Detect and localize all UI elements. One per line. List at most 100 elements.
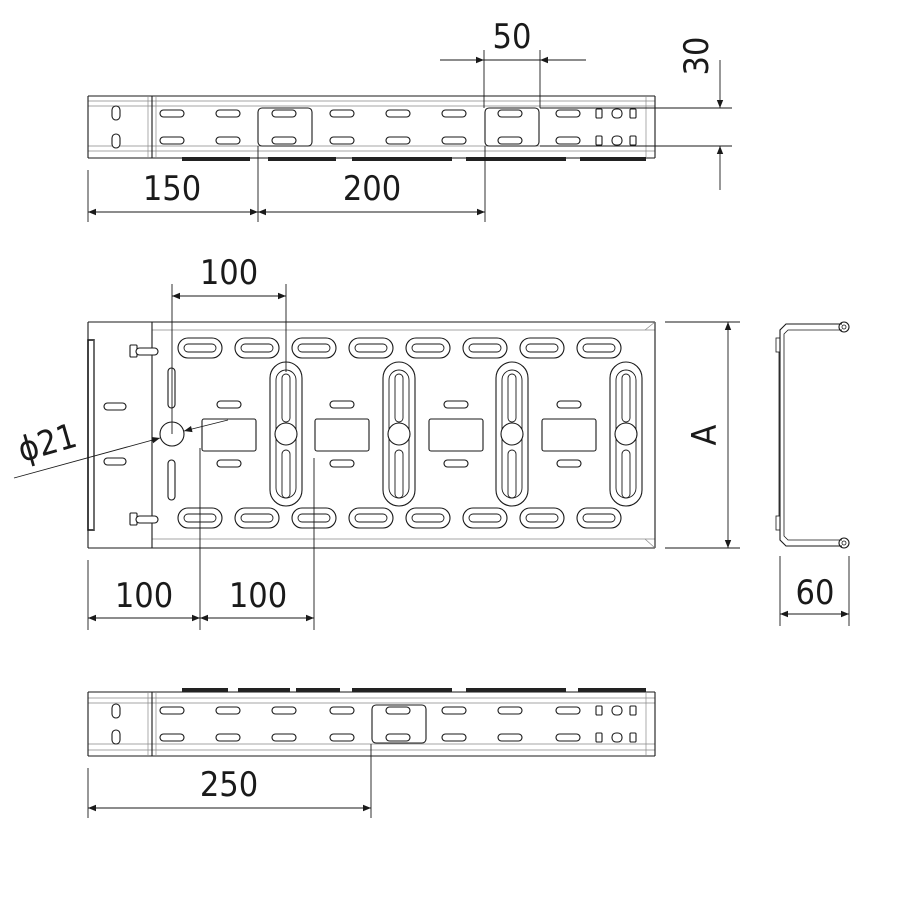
- side-slot: [385, 733, 411, 742]
- dim-width-a-label: A: [685, 424, 725, 445]
- side-slot: [159, 706, 185, 715]
- side-small-hole: [611, 705, 623, 716]
- window: [428, 418, 484, 452]
- dim-hole-pitch-plan-2-label: 100: [229, 576, 287, 616]
- end-holes-top: [111, 105, 121, 149]
- small-slot: [329, 400, 355, 409]
- window: [541, 418, 597, 452]
- edge-slot: [234, 507, 280, 529]
- side-slot: [215, 733, 241, 742]
- topside-bars-bottom: [182, 688, 646, 692]
- side-slot: [159, 733, 185, 742]
- edge-slot-inner: [297, 343, 331, 353]
- side-slot: [329, 733, 355, 742]
- dim-width-a: A: [665, 321, 740, 549]
- edge-slot-inner: [354, 513, 388, 523]
- side-slot: [271, 706, 297, 715]
- dim-end-offset-bottom-label: 250: [200, 765, 258, 805]
- long-slot-hole: [387, 422, 411, 446]
- edge-slot: [348, 337, 394, 359]
- small-slot: [556, 400, 582, 409]
- edge-slot: [348, 507, 394, 529]
- side-window: [371, 704, 427, 744]
- plan-end-holes: [103, 344, 176, 526]
- edge-slot: [177, 337, 223, 359]
- side-slot: [441, 733, 467, 742]
- side-slot: [555, 706, 581, 715]
- side-slot: [497, 733, 523, 742]
- dim-section-height-label: 60: [796, 573, 835, 613]
- small-slot: [443, 459, 469, 468]
- edge-slot: [576, 507, 622, 529]
- edge-slot: [462, 507, 508, 529]
- dim-plan-bottom: 100 100: [87, 448, 315, 630]
- side-small-hole: [595, 732, 603, 743]
- edge-slot: [405, 507, 451, 529]
- dim-hole-pitch-plan: 100: [171, 253, 287, 434]
- edge-slot-inner: [468, 513, 502, 523]
- dim-end-offset-plan-label: 100: [115, 576, 173, 616]
- edge-slot: [291, 337, 337, 359]
- plan-outline: [87, 321, 656, 549]
- long-slot-lower: [507, 449, 517, 499]
- side-view-top: 50 30 150 200: [87, 17, 732, 222]
- edge-slot-inner: [525, 513, 559, 523]
- side-view-bottom: 250: [87, 688, 656, 818]
- edge-slot: [462, 337, 508, 359]
- side-slot: [385, 706, 411, 715]
- side-slot: [441, 706, 467, 715]
- long-slot-lower: [621, 449, 631, 499]
- dim-end-offset-top-label: 150: [143, 169, 201, 209]
- edge-slot: [405, 337, 451, 359]
- long-slot-upper: [507, 373, 517, 423]
- plan-long-slots: [269, 361, 643, 507]
- edge-slot-inner: [582, 513, 616, 523]
- dim-section-height: 60: [779, 556, 850, 626]
- side-small-hole: [629, 732, 637, 743]
- dim-side-height-label: 30: [677, 37, 717, 76]
- edge-slot-inner: [468, 343, 502, 353]
- edge-slot-inner: [582, 343, 616, 353]
- long-slot-lower: [281, 449, 291, 499]
- plan-view: 100 ϕ21 A 100 100: [13, 253, 740, 630]
- dim-slot-width-label: 50: [493, 17, 532, 57]
- side-slot: [329, 706, 355, 715]
- edge-slot: [519, 337, 565, 359]
- edge-slot-inner: [411, 343, 445, 353]
- edge-slot: [519, 507, 565, 529]
- long-slot-upper: [394, 373, 404, 423]
- dim-hole-pitch-plan-label: 100: [200, 253, 258, 293]
- side-rail-bottom: [87, 691, 656, 757]
- long-slot-upper: [281, 373, 291, 423]
- side-rail-top: [87, 95, 656, 159]
- side-slot: [555, 733, 581, 742]
- edge-slot-inner: [183, 343, 217, 353]
- edge-slot-inner: [354, 343, 388, 353]
- dim-hole-diameter: ϕ21: [13, 416, 229, 479]
- side-slot: [271, 733, 297, 742]
- edge-slot: [576, 337, 622, 359]
- small-slot: [216, 400, 242, 409]
- dim-slot-pitch-label: 200: [343, 169, 401, 209]
- window: [201, 418, 257, 452]
- edge-slot-inner: [411, 513, 445, 523]
- side-slots-top: [159, 107, 637, 147]
- side-small-hole: [611, 732, 623, 743]
- edge-slot-inner: [240, 343, 274, 353]
- small-slot: [216, 459, 242, 468]
- dim-top-offsets: 150 200: [87, 146, 486, 222]
- small-slot: [556, 459, 582, 468]
- long-slot-upper: [621, 373, 631, 423]
- small-slot: [443, 400, 469, 409]
- long-slot-hole: [500, 422, 524, 446]
- dim-slot-width: 50: [440, 17, 586, 108]
- cross-section-view: 60: [775, 321, 850, 626]
- edge-slot: [234, 337, 280, 359]
- side-slot: [215, 706, 241, 715]
- underside-bars-top: [182, 157, 646, 161]
- long-slot-hole: [274, 422, 298, 446]
- long-slot-lower: [394, 449, 404, 499]
- long-slot-hole: [614, 422, 638, 446]
- plan-edge-slots: [177, 337, 622, 529]
